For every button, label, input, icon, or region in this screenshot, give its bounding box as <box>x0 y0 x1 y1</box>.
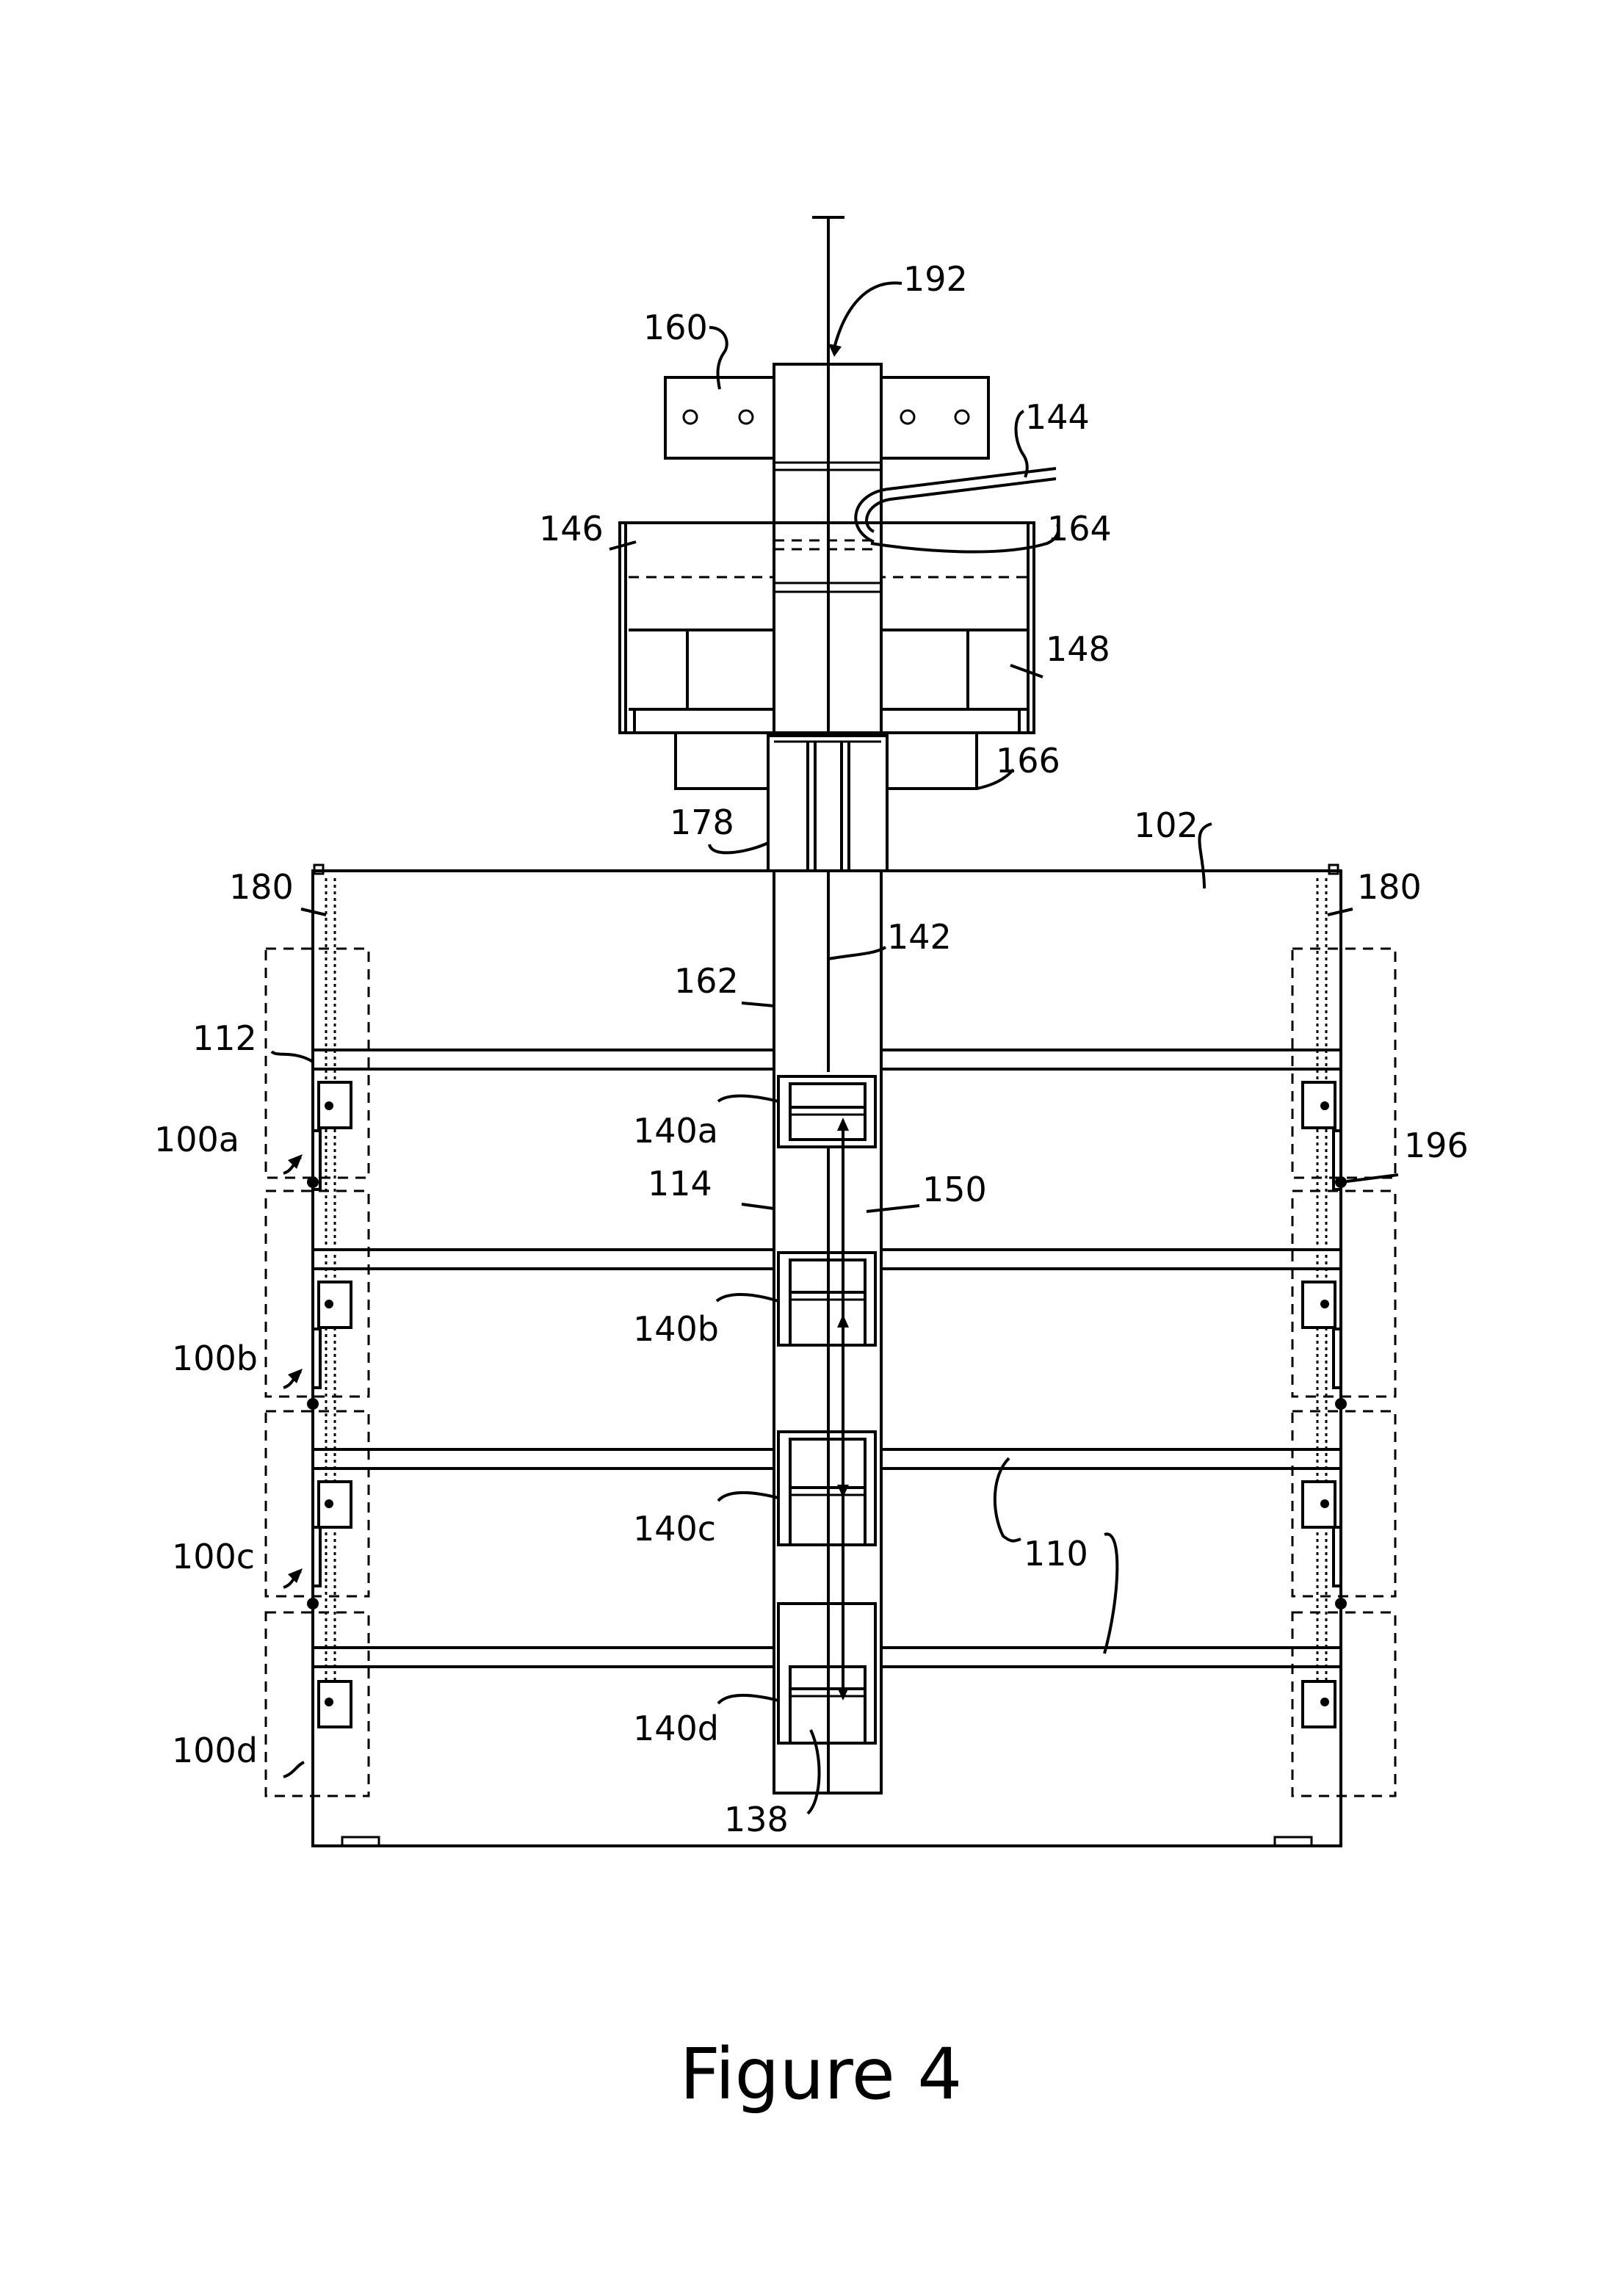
leader-lines <box>270 281 1399 1815</box>
main-stack <box>264 863 1397 1847</box>
label-164: 164 <box>1047 509 1112 548</box>
label-100d: 100d <box>172 1731 258 1770</box>
top-assembly <box>618 216 1057 1792</box>
label-102: 102 <box>1134 805 1198 845</box>
label-140a: 140a <box>633 1111 718 1151</box>
label-150: 150 <box>922 1170 987 1209</box>
label-146: 146 <box>539 509 604 548</box>
label-180-left: 180 <box>229 867 294 907</box>
label-110: 110 <box>1024 1534 1088 1573</box>
label-100b: 100b <box>172 1339 258 1378</box>
reference-numerals: 192 160 144 146 164 148 166 178 102 180 … <box>154 259 1469 1839</box>
cassette-140a <box>777 1075 877 1148</box>
label-112: 112 <box>192 1018 257 1058</box>
label-100c: 100c <box>172 1537 255 1576</box>
label-140b: 140b <box>633 1309 719 1349</box>
label-138: 138 <box>724 1800 789 1839</box>
label-140d: 140d <box>633 1709 719 1748</box>
label-140c: 140c <box>633 1509 716 1549</box>
label-166: 166 <box>996 741 1060 781</box>
label-144: 144 <box>1025 397 1090 437</box>
label-160: 160 <box>643 308 708 347</box>
label-142: 142 <box>887 917 952 957</box>
neck <box>767 734 889 872</box>
label-114: 114 <box>648 1164 712 1203</box>
label-148: 148 <box>1046 629 1110 669</box>
label-162: 162 <box>674 961 739 1001</box>
label-192: 192 <box>903 259 968 299</box>
label-178: 178 <box>670 803 734 842</box>
label-100a: 100a <box>154 1120 239 1159</box>
label-196: 196 <box>1404 1126 1469 1165</box>
label-180-right: 180 <box>1357 867 1422 907</box>
figure-caption: Figure 4 <box>680 2033 963 2115</box>
